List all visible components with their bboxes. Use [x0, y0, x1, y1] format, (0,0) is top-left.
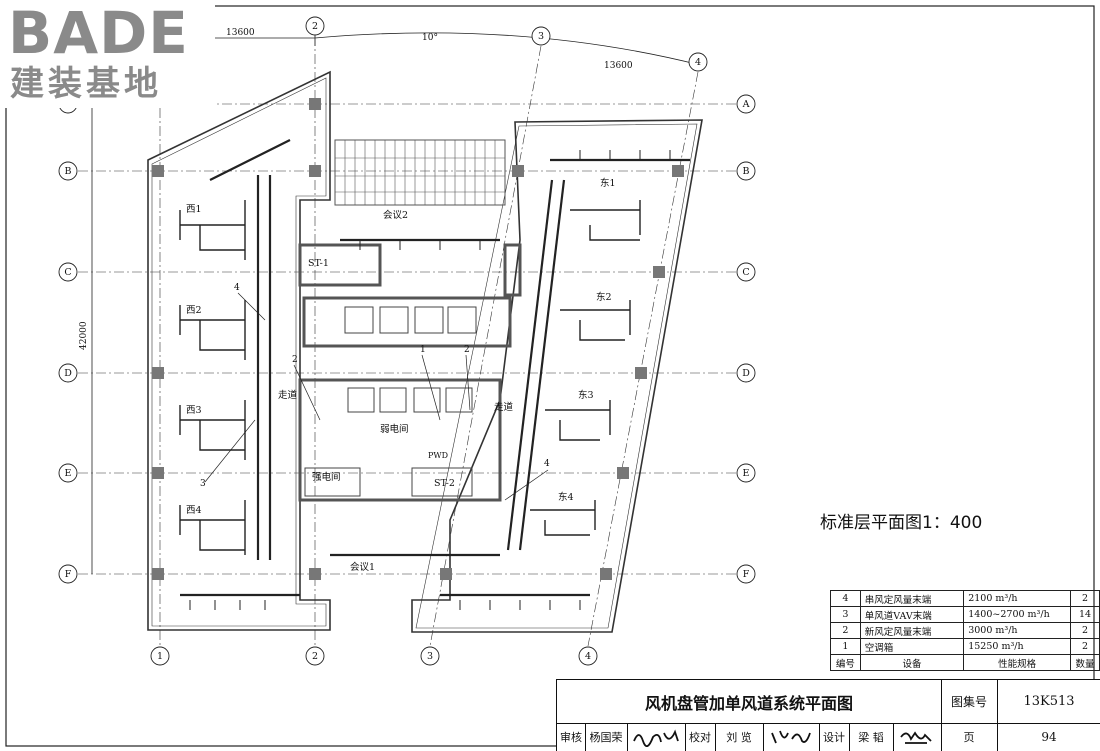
grid-label-d-left: D: [64, 368, 72, 379]
table-header-cell: 数量: [1070, 654, 1100, 671]
callout-1: 1: [420, 345, 426, 355]
table-row: 3 单风道VAV末端 1400~2700 m³/h 14: [830, 606, 1100, 623]
table-row: 2 新风定风量末端 3000 m³/h 2: [830, 622, 1100, 639]
checker-signature: [763, 723, 819, 751]
room-label-east-3: 东3: [578, 389, 594, 401]
callout-2-right: 2: [464, 345, 470, 355]
grid-label-3-top: 3: [538, 31, 544, 42]
checker-name: 刘 览: [726, 731, 752, 744]
table-cell: 14: [1070, 606, 1100, 623]
callout-2-left: 2: [292, 355, 298, 365]
room-label-stair-2: ST-2: [434, 478, 455, 489]
room-label-east-1: 东1: [600, 177, 616, 189]
table-cell: 2: [1070, 590, 1100, 607]
table-cell: 2: [1070, 622, 1100, 639]
grid-label-b-right: B: [743, 166, 750, 177]
grid-label-2-bottom: 2: [312, 651, 318, 662]
reviewer-name: 杨国荣: [589, 731, 623, 744]
table-cell: 空调箱: [859, 638, 965, 655]
table-row: 4 串风定风量末端 2100 m³/h 2: [830, 590, 1100, 607]
grid-label-a-right: A: [742, 99, 750, 110]
table-cell: 4: [830, 590, 861, 607]
atlas-label: 图集号: [950, 695, 987, 709]
grid-label-4-top: 4: [695, 57, 701, 68]
grid-label-b-left: B: [65, 166, 72, 177]
grid-label-3-bottom: 3: [427, 651, 433, 662]
callout-4-left: 4: [234, 283, 240, 293]
grid-label-4-bottom: 4: [585, 651, 591, 662]
table-cell: 2: [1070, 638, 1100, 655]
room-label-west-3: 西3: [186, 405, 202, 416]
reviewer-label: 审核: [560, 731, 582, 744]
table-row: 1 空调箱 15250 m³/h 2: [830, 638, 1100, 655]
dimension-top-left: 13600: [226, 28, 255, 38]
table-cell: 15250 m³/h: [963, 638, 1072, 655]
room-label-meeting-2: 会议2: [383, 209, 408, 221]
room-label-east-2: 东2: [596, 291, 612, 303]
checker-label: 校对: [689, 731, 711, 744]
grid-label-1-bottom: 1: [157, 651, 163, 662]
table-cell: 3: [830, 606, 861, 623]
grid-label-e-right: E: [743, 468, 750, 479]
grid-label-d-right: D: [742, 368, 750, 379]
table-cell: 串风定风量末端: [859, 590, 965, 607]
dimension-top-right: 13600: [604, 61, 633, 71]
reviewer-signature: [627, 723, 685, 751]
dimension-angle: 10°: [422, 33, 438, 43]
table-header-cell: 性能规格: [963, 654, 1072, 671]
equipment-table: 4 串风定风量末端 2100 m³/h 2 3 单风道VAV末端 1400~27…: [830, 590, 1100, 671]
table-header-row: 编号 设备 性能规格 数量: [830, 654, 1100, 671]
page-number: 94: [1041, 730, 1057, 744]
table-header-cell: 设备: [859, 654, 965, 671]
room-label-stair-1: ST-1: [308, 258, 329, 269]
room-label-east-4: 东4: [558, 491, 574, 503]
designer-name: 梁 韬: [858, 731, 884, 744]
room-label-meeting-1: 会议1: [350, 561, 375, 573]
callout-3: 3: [200, 479, 206, 489]
designer-signature: [893, 723, 941, 751]
room-label-west-4: 西4: [186, 505, 202, 516]
table-cell: 2: [830, 622, 861, 639]
grid-label-c-right: C: [742, 267, 749, 278]
title-block: 风机盘管加单风道系统平面图 图集号 13K513 审核 杨国荣 校对 刘 览 设…: [556, 679, 1100, 751]
table-cell: 新风定风量末端: [859, 622, 965, 639]
logo: BADE 建装基地: [0, 0, 215, 108]
logo-wordmark: BADE: [8, 0, 189, 67]
room-label-corridor-left: 走道: [278, 389, 298, 401]
room-label-corridor-right: 走道: [494, 401, 514, 413]
atlas-number: 13K513: [1023, 694, 1075, 709]
table-cell: 单风道VAV末端: [859, 606, 965, 623]
drawing-title: 风机盘管加单风道系统平面图: [644, 693, 853, 713]
grid-label-f-right: F: [743, 569, 750, 580]
room-label-electrical-room-1: 强电间: [312, 471, 341, 483]
grid-label-2-top: 2: [312, 21, 318, 32]
grid-label-c-left: C: [64, 267, 71, 278]
table-header-cell: 编号: [830, 654, 861, 671]
grid-label-f-left: F: [65, 569, 72, 580]
plan-title: 标准层平面图1：400: [820, 513, 983, 533]
room-label-west-2: 西2: [186, 305, 202, 316]
room-label-electrical-room-2: 弱电间: [380, 423, 409, 435]
room-label-pwd: PWD: [428, 451, 448, 460]
page-label: 页: [963, 731, 975, 744]
table-cell: 1: [830, 638, 861, 655]
table-cell: 2100 m³/h: [963, 590, 1072, 607]
room-label-west-1: 西1: [186, 204, 202, 215]
table-cell: 1400~2700 m³/h: [963, 606, 1072, 623]
dimension-height: 42000: [79, 321, 89, 350]
grid-label-e-left: E: [65, 468, 72, 479]
callout-4-right: 4: [544, 459, 550, 469]
logo-subtitle: 建装基地: [10, 64, 162, 104]
designer-label: 设计: [823, 731, 845, 744]
table-cell: 3000 m³/h: [963, 622, 1072, 639]
